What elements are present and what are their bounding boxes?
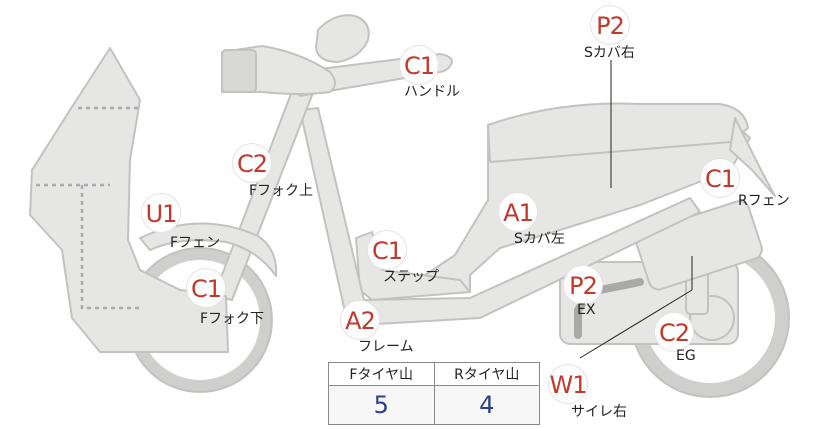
- badge-f-fender: U1: [141, 193, 181, 233]
- rear-body: [399, 109, 751, 293]
- mirror: [315, 14, 370, 63]
- label-f-fork-upper: Fフォク上: [249, 183, 314, 199]
- leader-silencer-diag: [579, 289, 693, 359]
- badge-handle: C1: [399, 45, 439, 85]
- rear-tire-tread-header: Rタイヤ山: [433, 362, 540, 386]
- label-frame: フレーム: [358, 339, 414, 355]
- label-s-cover-left: Sカバ左: [514, 231, 565, 247]
- badge-step: C1: [367, 230, 407, 270]
- front-tire-tread-value: 5: [328, 385, 435, 425]
- label-f-fender: Fフェン: [170, 235, 221, 251]
- label-s-cover-right: Sカバ右: [584, 45, 635, 61]
- badge-silencer-right: W1: [548, 364, 588, 404]
- front-shield: [29, 47, 229, 353]
- front-tire-tread-header: Fタイヤ山: [328, 362, 435, 386]
- shield-seam-3: [80, 185, 140, 310]
- badge-frame: A2: [340, 300, 380, 340]
- label-step: ステップ: [383, 269, 439, 285]
- label-handle: ハンドル: [404, 84, 460, 100]
- rear-fender: [729, 117, 776, 197]
- badge-f-fork-upper: C2: [232, 143, 272, 183]
- label-silencer-right: サイレ右: [571, 404, 627, 420]
- badge-s-cover-left: A1: [498, 192, 538, 232]
- label-eg: EG: [676, 348, 696, 364]
- badge-s-cover-right: P2: [590, 5, 630, 45]
- tire-tread-table: Fタイヤ山 Rタイヤ山 5 4: [328, 362, 540, 425]
- seat: [487, 102, 749, 163]
- label-f-fork-lower: Fフォク下: [200, 311, 265, 327]
- badge-eg: C2: [654, 312, 694, 352]
- rear-tire-tread-value: 4: [433, 385, 540, 425]
- label-r-fender: Rフェン: [738, 193, 790, 209]
- badge-ex: P2: [563, 265, 603, 305]
- label-ex: EX: [577, 302, 596, 318]
- badge-f-fork-lower: C1: [186, 268, 226, 308]
- badge-r-fender: C1: [700, 158, 740, 198]
- front-fender: [139, 222, 278, 277]
